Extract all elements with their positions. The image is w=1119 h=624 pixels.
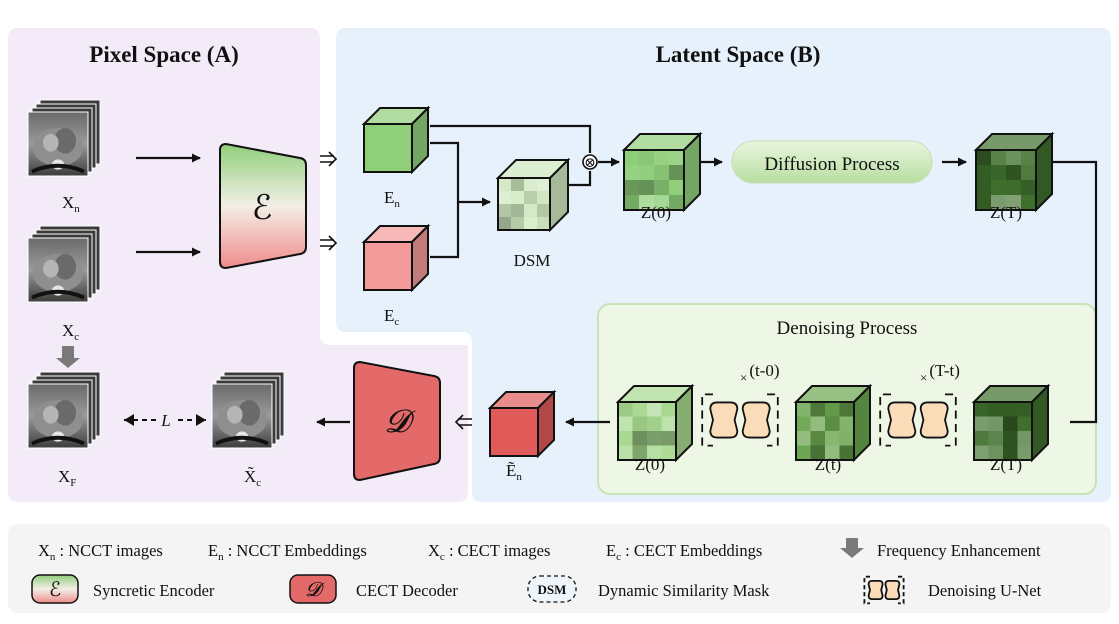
z0-cube — [621, 131, 703, 213]
xn-label: Xn — [62, 193, 80, 215]
legend-ec: Ec : CECT Embeddings — [606, 541, 762, 563]
z0-bottom-cube — [615, 383, 695, 463]
zT-label: Z(T) — [990, 203, 1022, 222]
legend-xn: Xn : NCCT images — [38, 541, 163, 563]
denoising-unet-2 — [879, 393, 957, 447]
implies-arrows — [320, 151, 472, 430]
xc-tilde-image-stack — [211, 371, 285, 449]
legend-decoder: CECT Decoder — [356, 581, 458, 600]
dsm-cube — [495, 157, 571, 233]
encoder-symbol: ℰ — [252, 190, 273, 227]
denoising-unet-1 — [701, 393, 779, 447]
denoising-process-label: Denoising Process — [777, 318, 918, 339]
multiply-operator-symbol: ⊗ — [584, 156, 596, 171]
legend-unet-icon — [863, 575, 905, 605]
legend: Xn : NCCT images En : NCCT Embeddings Xc… — [31, 538, 1042, 605]
xf-image-stack — [27, 371, 101, 449]
legend-encoder: Syncretic Encoder — [93, 581, 215, 600]
legend-decoder-icon — [289, 574, 337, 604]
zT-bottom-label: Z(T) — [990, 455, 1022, 474]
xc-label: Xc — [62, 321, 79, 343]
multiplier-2-label: ×(T-t) — [920, 361, 960, 385]
xf-label: XF — [58, 467, 76, 489]
diffusion-process-label: Diffusion Process — [764, 154, 899, 175]
multiplier-1-label: ×(t-0) — [740, 361, 780, 385]
legend-frequency: Frequency Enhancement — [877, 541, 1041, 560]
svg-text:𝓓: 𝓓 — [305, 579, 325, 601]
zt-bottom-cube — [793, 383, 873, 463]
pixel-space-title: Pixel Space (A) — [89, 42, 238, 67]
diagram-elements — [27, 99, 1055, 463]
syncretic-encoder — [219, 142, 307, 270]
svg-text:ℰ: ℰ — [49, 579, 61, 601]
dsm-label: DSM — [514, 251, 551, 270]
z0-label: Z(0) — [641, 203, 671, 222]
legend-unet: Denoising U-Net — [928, 581, 1042, 600]
xc-tilde-label: X̃c — [244, 467, 261, 489]
connector-lines — [136, 124, 1098, 427]
legend-dsm-icon — [527, 575, 577, 603]
latent-space-title: Latent Space (B) — [656, 42, 821, 67]
svg-text:DSM: DSM — [538, 582, 567, 597]
legend-unet-glyph — [863, 575, 905, 605]
xc-image-stack — [27, 225, 101, 303]
zT-cube — [973, 131, 1055, 213]
ec-cube — [361, 223, 431, 293]
legend-panel — [8, 524, 1111, 613]
legend-en: En : NCCT Embeddings — [208, 541, 367, 563]
zt-bottom-label: Z(t) — [815, 455, 841, 474]
legend-encoder-icon — [31, 574, 79, 604]
legend-dsm: Dynamic Similarity Mask — [598, 581, 770, 600]
en-tilde-cube — [487, 389, 557, 459]
cect-decoder — [353, 360, 441, 482]
zT-bottom-cube — [971, 383, 1051, 463]
z0-bottom-label: Z(0) — [635, 455, 665, 474]
legend-xc: Xc : CECT images — [428, 541, 550, 563]
xn-image-stack — [27, 99, 101, 177]
frequency-enhancement-arrow-icon — [56, 346, 80, 368]
en-label: En — [384, 188, 400, 210]
legend-frequency-arrow-icon — [840, 538, 864, 558]
diffusion-process-pill — [731, 140, 933, 184]
en-cube — [361, 105, 431, 175]
ec-label: Ec — [384, 306, 399, 328]
multiply-operator-icon — [582, 154, 598, 170]
en-tilde-label: Ẽn — [506, 461, 522, 483]
loss-label: L — [160, 411, 170, 430]
